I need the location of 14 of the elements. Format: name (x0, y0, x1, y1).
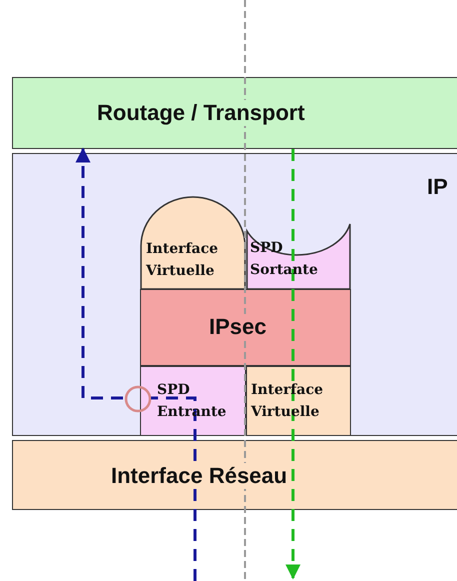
layer-label: IPsec (207, 314, 268, 340)
module-box (246, 366, 351, 436)
arrow (286, 149, 300, 580)
layer-label: Routage / Transport (95, 100, 307, 126)
module-shape (140, 196, 246, 289)
layer-band (12, 153, 457, 436)
module-shape (246, 223, 351, 289)
layer-band (12, 77, 457, 149)
circle-marker (124, 385, 152, 413)
module-box (140, 289, 351, 366)
module-box (140, 366, 246, 436)
layer-band (12, 440, 457, 510)
module-label: Interface Virtuelle (146, 240, 218, 281)
arrow (76, 148, 123, 400)
